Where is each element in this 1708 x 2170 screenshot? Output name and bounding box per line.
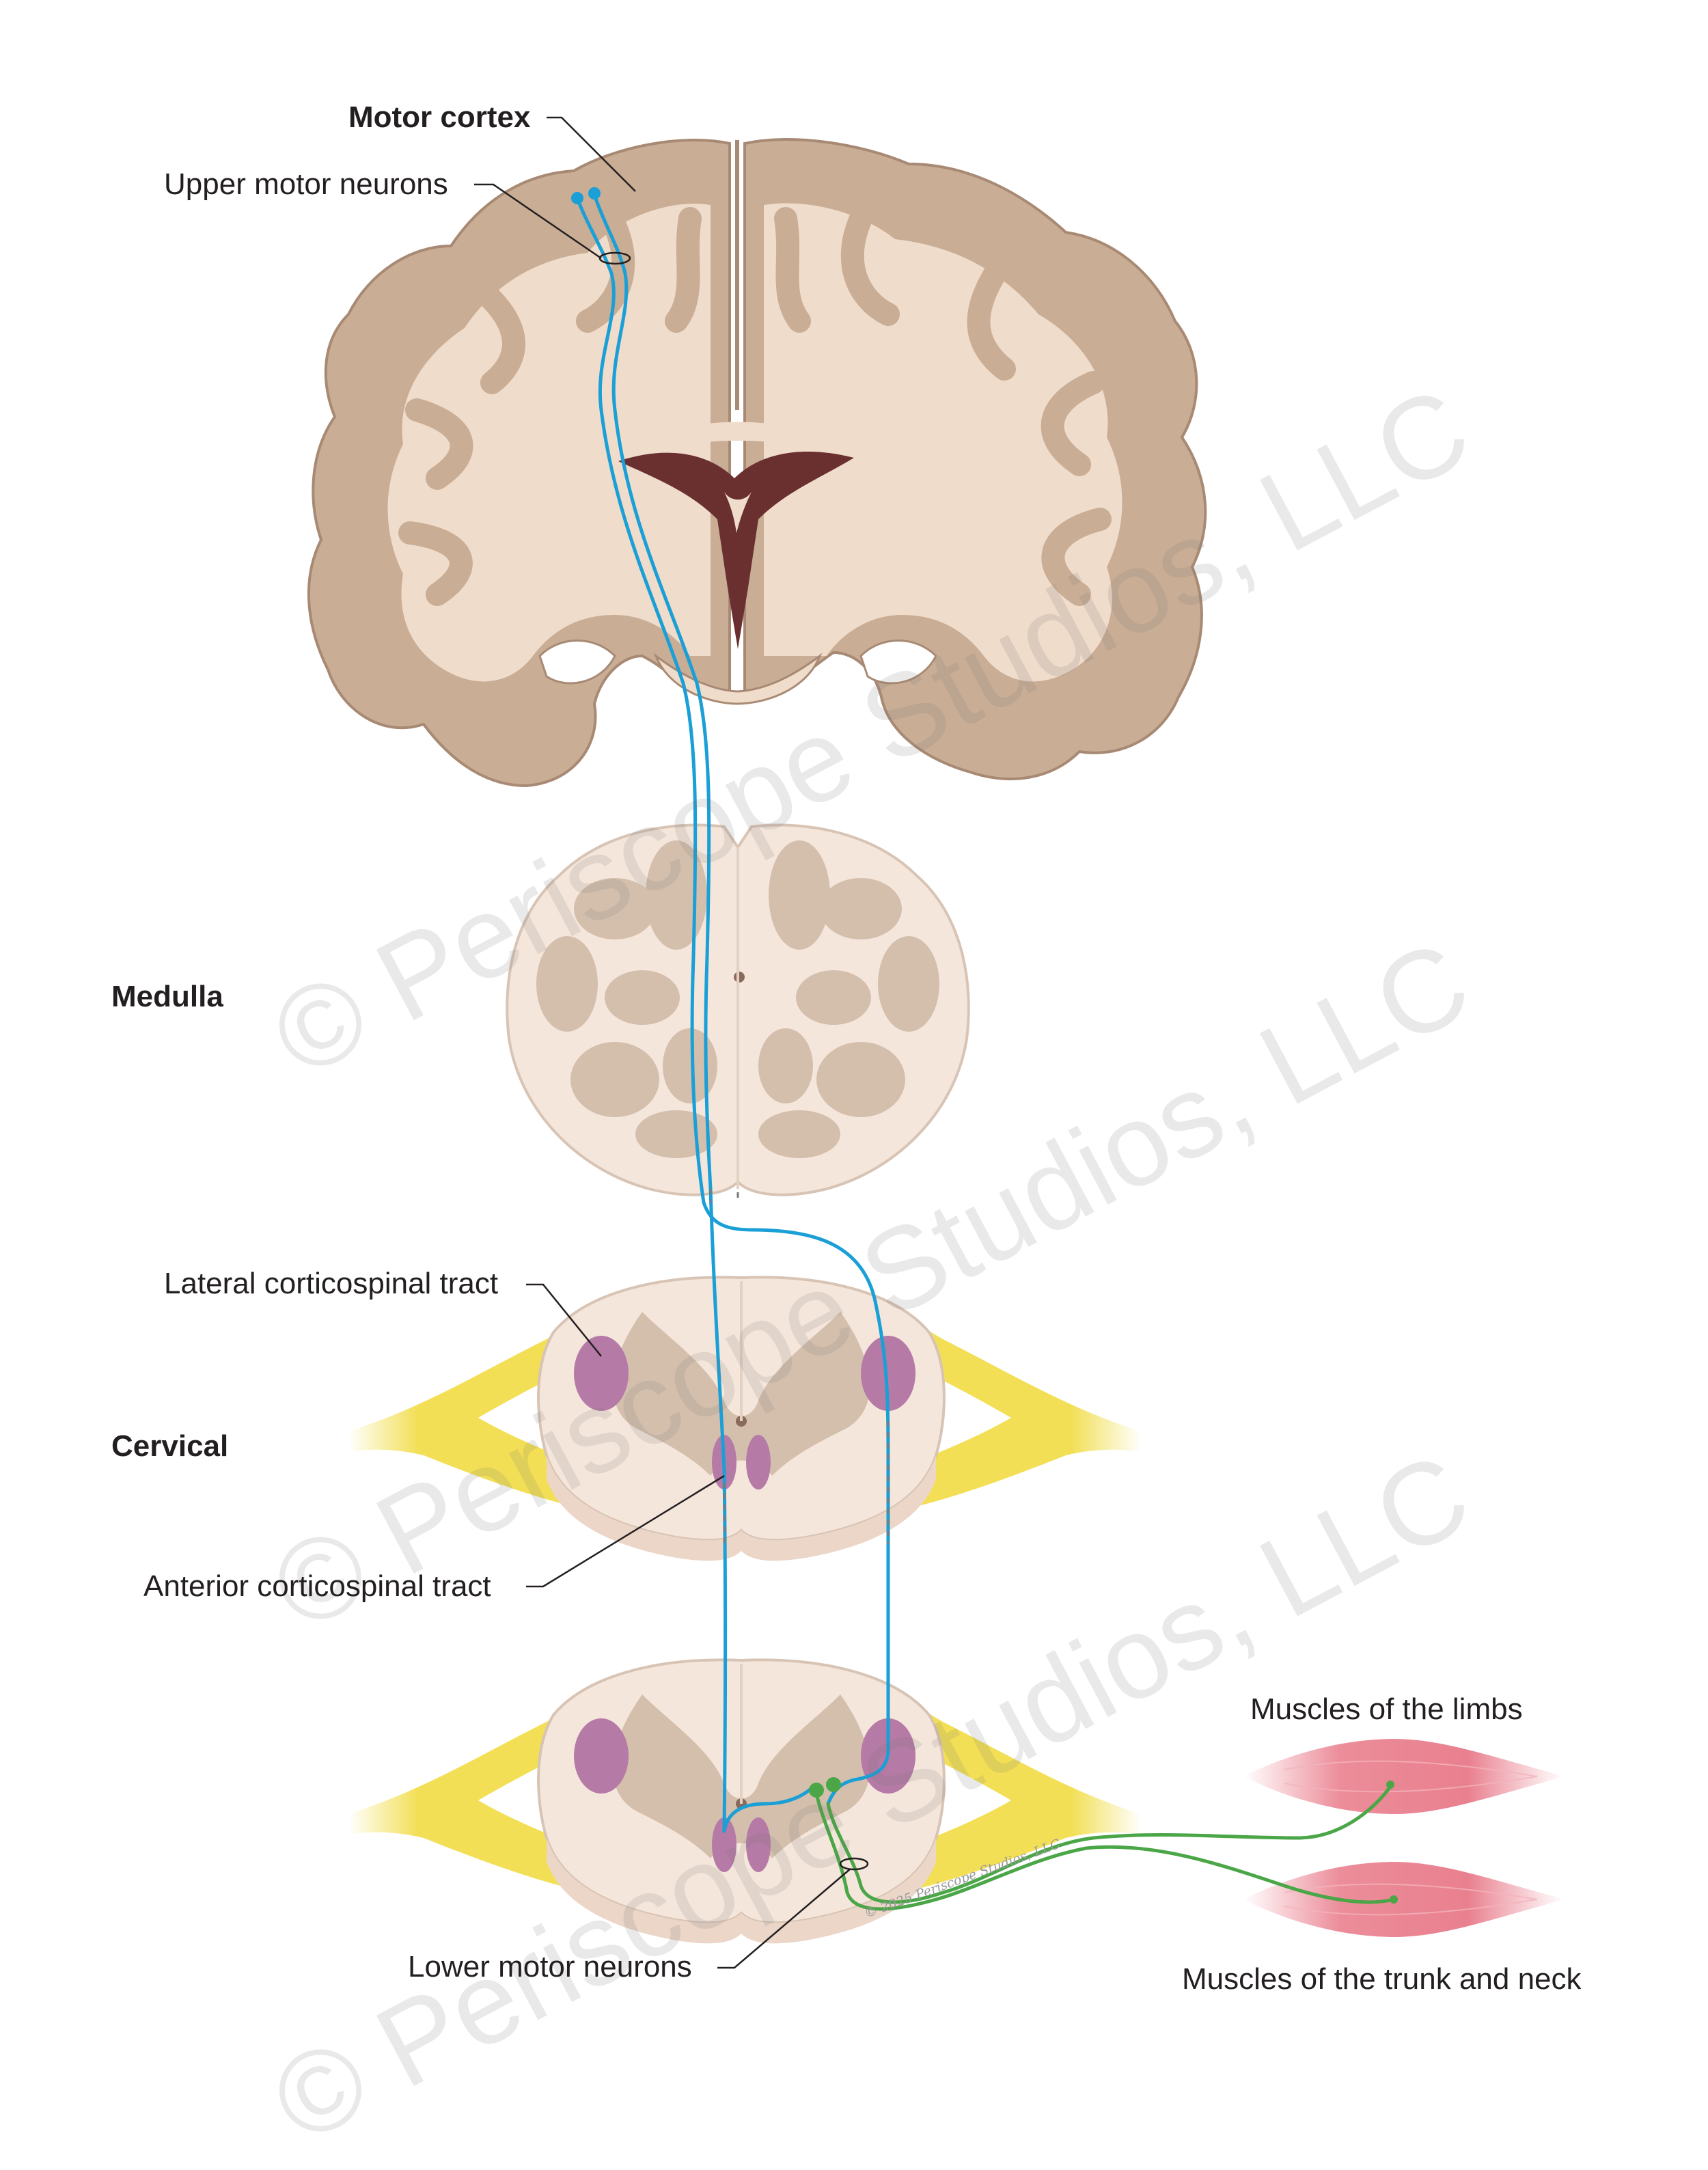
brain-coronal-section (309, 139, 1205, 786)
lower-anterior-tract-right (746, 1817, 771, 1872)
label-motor-cortex: Motor cortex (348, 102, 530, 133)
lower-neuron-body-2 (826, 1777, 841, 1792)
label-anterior-corticospinal-tract: Anterior corticospinal tract (143, 1571, 491, 1602)
lower-spinal-section (348, 1660, 1141, 1943)
upper-neuron-body-1 (571, 192, 583, 204)
lower-neuron-body-1 (809, 1783, 824, 1798)
cervical-anterior-tract-right (746, 1435, 771, 1489)
label-muscles-trunk-neck: Muscles of the trunk and neck (1182, 1964, 1582, 1994)
label-lateral-corticospinal-tract: Lateral corticospinal tract (164, 1269, 498, 1299)
muscle-terminal-trunk (1390, 1895, 1398, 1904)
corticospinal-pathway-diagram (0, 0, 1708, 2088)
upper-neuron-body-2 (588, 187, 601, 200)
cervical-spinal-section (348, 1277, 1141, 1561)
muscle-limbs (1243, 1739, 1565, 1814)
lower-lateral-tract-left (574, 1718, 629, 1794)
muscle-terminal-limbs (1386, 1781, 1394, 1789)
medulla-section (507, 825, 969, 1195)
label-upper-motor-neurons: Upper motor neurons (164, 169, 448, 200)
label-muscles-limbs: Muscles of the limbs (1250, 1694, 1523, 1725)
label-lower-motor-neurons: Lower motor neurons (408, 1952, 692, 1982)
label-medulla: Medulla (111, 982, 223, 1012)
muscle-trunk-neck (1243, 1862, 1565, 1937)
label-cervical: Cervical (111, 1431, 228, 1461)
cervical-lateral-tract-left (574, 1336, 629, 1411)
